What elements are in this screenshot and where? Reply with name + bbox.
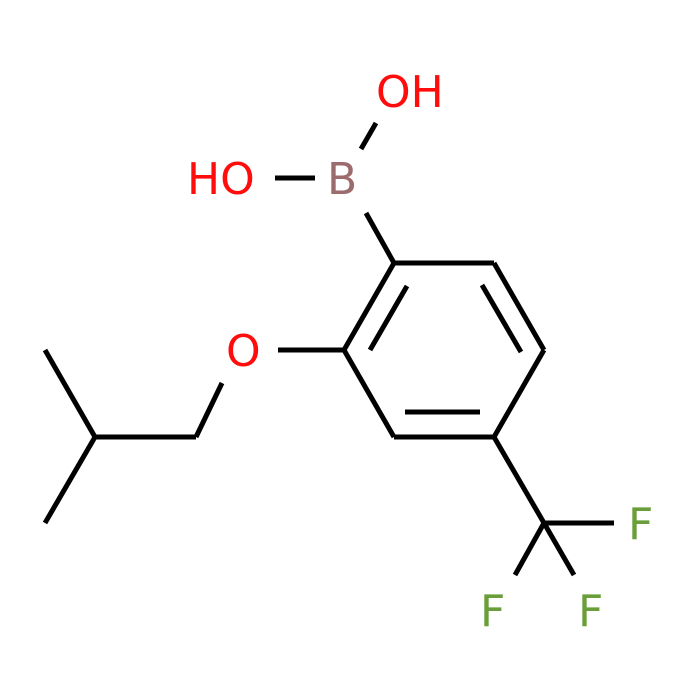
ring-bond-6: [341, 261, 397, 352]
ring-bond-3: [491, 348, 547, 439]
atom-fluorine-bottom-right: F: [578, 586, 603, 637]
atom-labels: OH HO B O F F F: [187, 67, 653, 637]
bond-ch-methyl-down: [42, 435, 98, 525]
bonds: [42, 121, 614, 577]
ring-double-inner-3: [367, 284, 410, 352]
bond-ch-methyl-up: [42, 348, 98, 439]
bond-oxygen-ch2: [193, 381, 225, 439]
atom-boron: B: [327, 154, 357, 205]
atom-fluorine-bottom-left: F: [480, 586, 505, 637]
ring-double-inner-1: [479, 283, 524, 354]
atom-ether-oxygen: O: [226, 326, 261, 377]
ring-bond-5: [341, 348, 397, 439]
bond-boron-oh-top: [358, 121, 379, 151]
bond-boron-ring: [363, 211, 397, 265]
atom-oh-top: OH: [376, 67, 444, 118]
ring-bond-2: [491, 261, 547, 352]
atom-ho-left: HO: [187, 154, 255, 205]
bond-ring-cf3: [491, 435, 547, 525]
atom-fluorine-right: F: [628, 499, 653, 550]
bond-c-f-bottom-right: [541, 521, 577, 577]
bond-c-f-bottom-left: [512, 521, 547, 577]
